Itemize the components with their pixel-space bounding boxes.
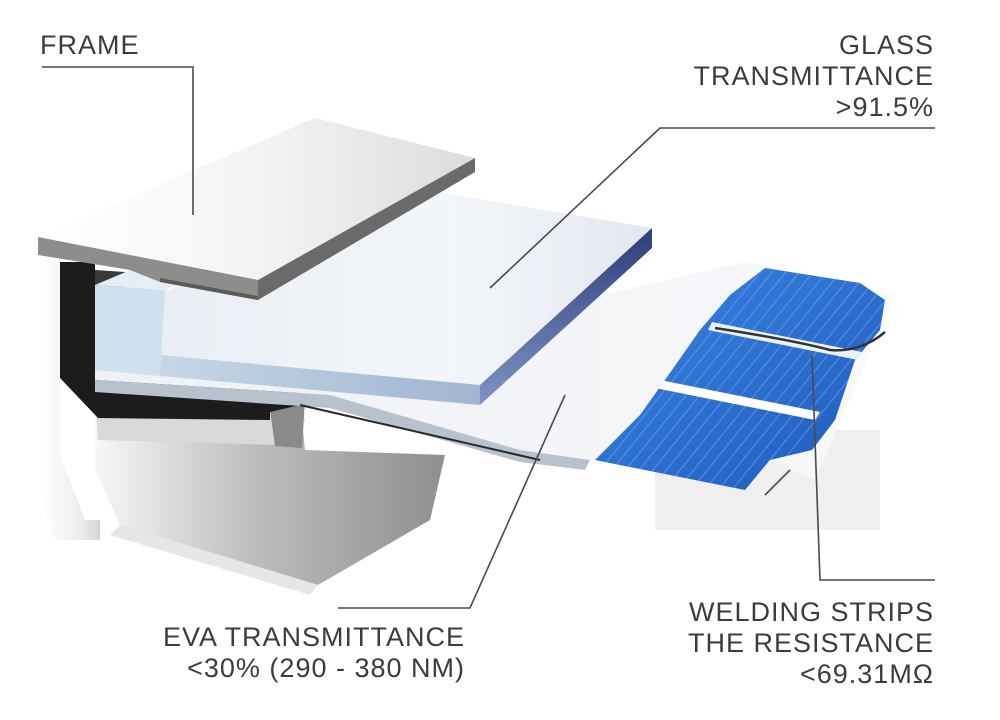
cell-gap-strip — [655, 380, 820, 420]
frame-top-flange-front — [38, 237, 258, 300]
eva-label-line1: EVA TRANSMITTANCE — [162, 622, 465, 652]
leader-frame — [42, 66, 194, 215]
welding-label-line3: <69.31MΩ — [799, 659, 934, 689]
leader-welding-tick — [764, 469, 791, 496]
glass-label-line1: GLASS — [838, 30, 934, 60]
frame-lower-channel — [95, 395, 445, 585]
welding-label: WELDING STRIPS THE RESISTANCE <69.31MΩ — [688, 597, 934, 690]
leader-welding — [811, 354, 935, 581]
welding-label-line2: THE RESISTANCE — [687, 628, 934, 658]
welding-strip-wire — [714, 326, 886, 352]
glass-label: GLASS TRANSMITTANCE >91.5% — [694, 30, 935, 123]
eva-label: EVA TRANSMITTANCE <30% (290 - 380 NM) — [163, 622, 465, 684]
leader-lines — [42, 66, 935, 609]
frame-top-flange-side — [258, 158, 475, 300]
glass-label-line3: >91.5% — [835, 92, 934, 122]
eva-label-line2: <30% (290 - 380 NM) — [187, 653, 465, 683]
welding-label-line1: WELDING STRIPS — [688, 597, 934, 627]
frame-top-flange-under — [160, 278, 258, 300]
frame-lower-flange-edge — [270, 400, 305, 448]
glass-label-line2: TRANSMITTANCE — [693, 61, 934, 91]
glass-top-face — [160, 190, 652, 385]
glass-left-face — [95, 285, 165, 376]
leader-glass — [489, 127, 935, 289]
glass-side-edge — [480, 228, 652, 405]
eva-sheet-edge — [95, 380, 590, 470]
frame-label-line1: FRAME — [40, 30, 140, 60]
frame-outer-wall — [40, 237, 100, 540]
frame-label: FRAME — [40, 30, 140, 61]
leader-eva — [338, 394, 566, 609]
eva-sheet-dark-line — [299, 404, 541, 461]
glass-front-edge — [160, 355, 480, 405]
frame-top-flange-top — [38, 118, 475, 280]
frame-lower-channel-floor — [110, 525, 318, 595]
